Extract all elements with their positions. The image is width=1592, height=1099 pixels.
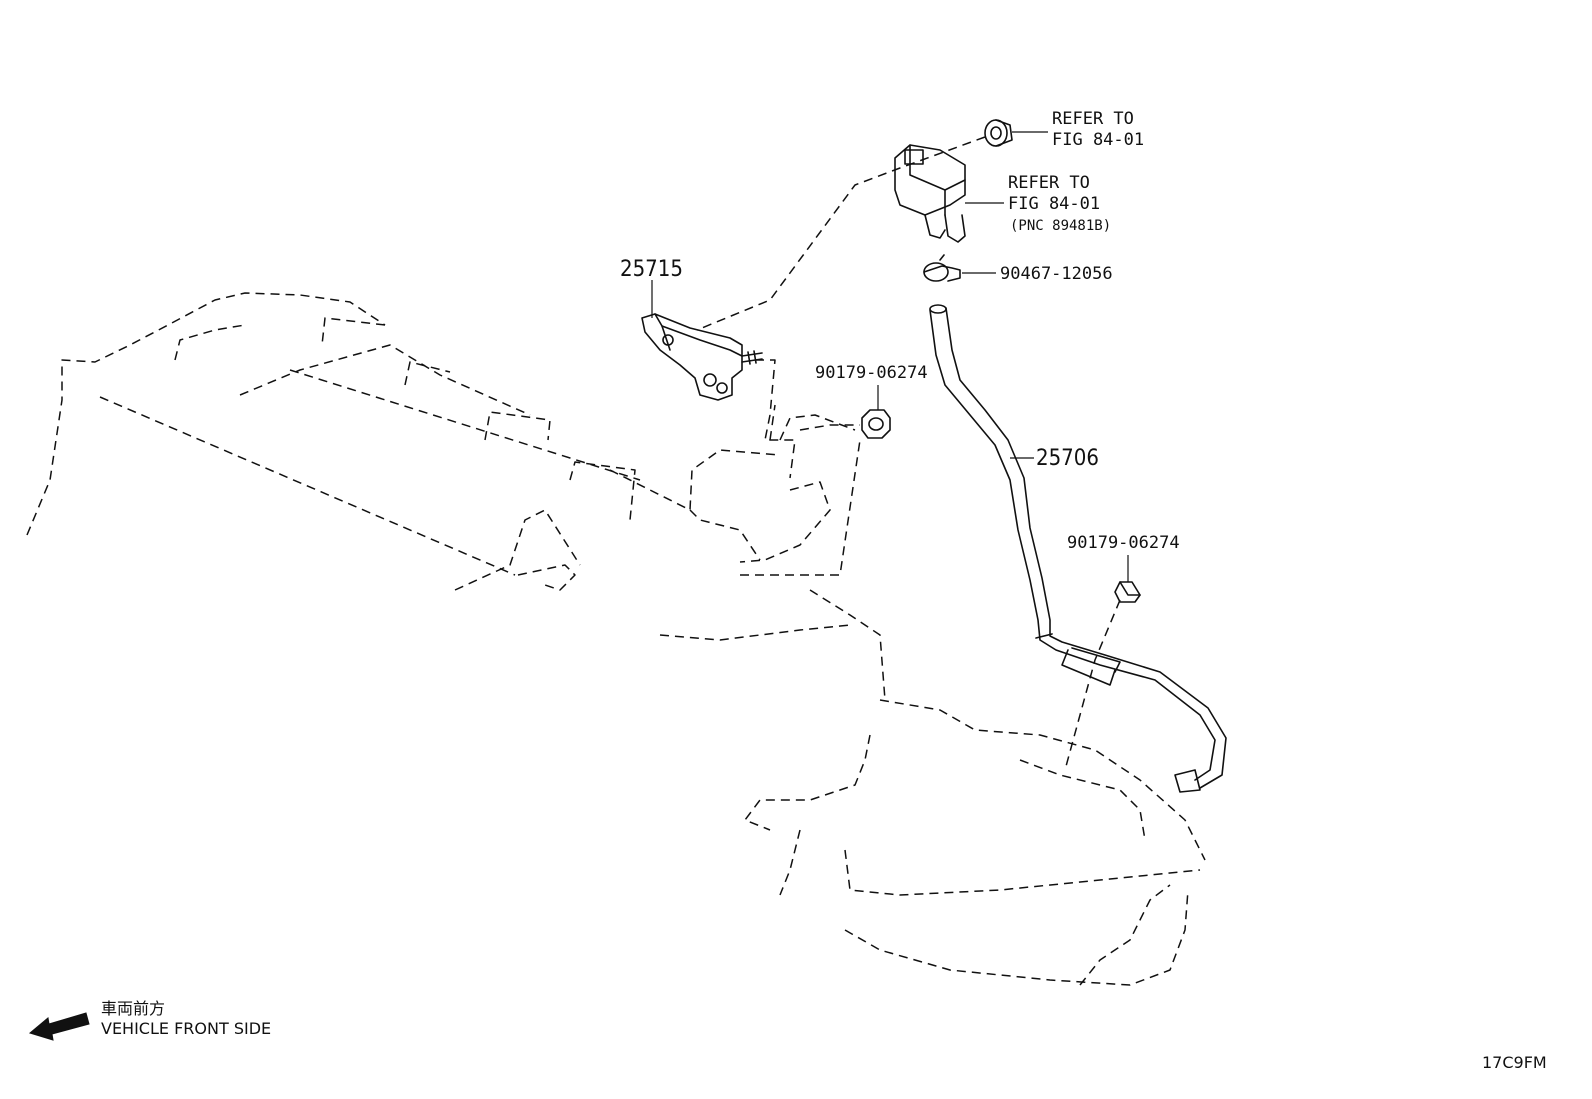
part-number-bracket: 25715 [620,257,683,282]
vehicle-front-indicator [28,1012,90,1041]
reference-sensor-line2: FIG 84-01 [1008,194,1100,214]
direction-label-japanese: 車両前方 [101,999,165,1018]
direction-label-english: VEHICLE FRONT SIDE [101,1019,271,1038]
grommet-part [984,119,1013,147]
front-arrow-icon [28,1012,90,1041]
part-number-clamp: 90467-12056 [1000,264,1113,284]
pressure-sensor-part [894,144,966,243]
part-number-nut-upper: 90179-06274 [815,363,928,383]
hose-part [929,304,1227,793]
figure-code: 17C9FM [1482,1053,1547,1072]
part-number-hose: 25706 [1036,446,1099,471]
reference-grommet-line1: REFER TO [1052,109,1134,129]
reference-grommet-line2: FIG 84-01 [1052,130,1144,150]
engine-phantom-outline [26,292,1206,986]
bracket-part [641,313,763,401]
nut-lower-part [1114,581,1141,603]
assembly-leaders [696,136,1121,771]
nut-upper-part [861,409,891,439]
part-number-nut-lower: 90179-06274 [1067,533,1180,553]
reference-sensor-line1: REFER TO [1008,173,1090,193]
reference-sensor-line3: (PNC 89481B) [1010,218,1111,234]
clamp-part [923,254,961,282]
label-leaders [651,131,1129,582]
